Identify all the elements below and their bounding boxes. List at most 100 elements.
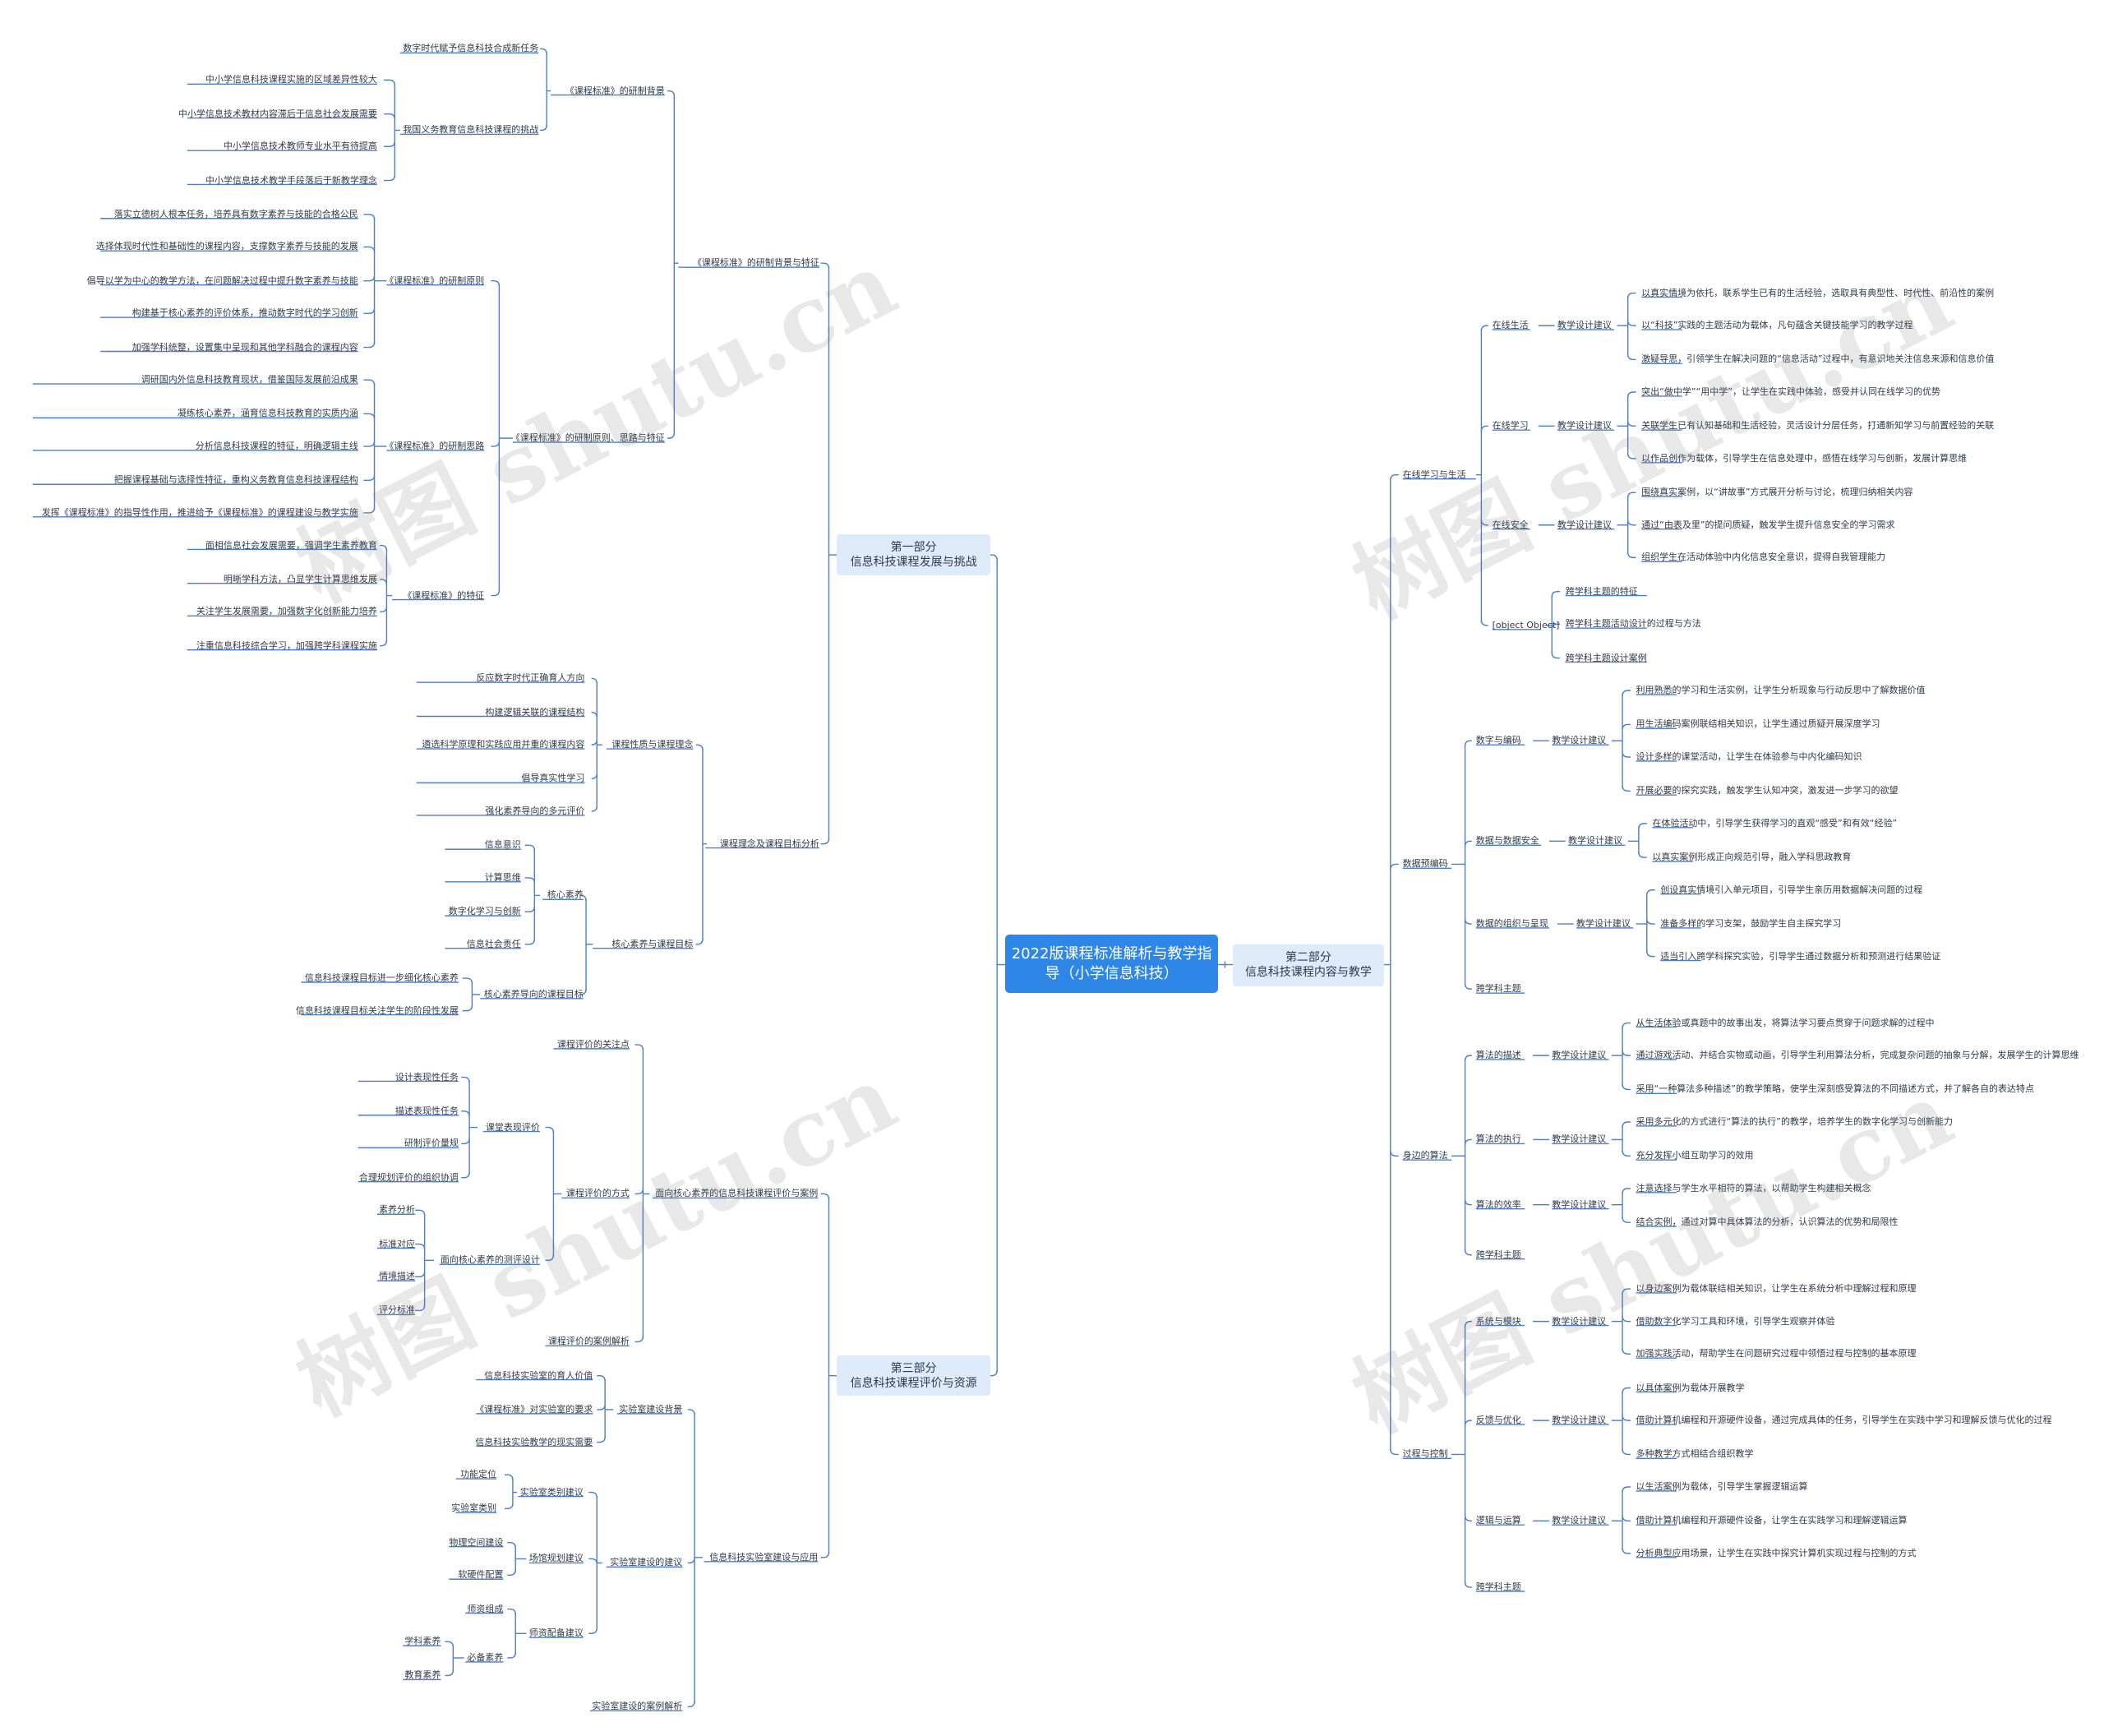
leaf-class-eval[interactable]: 设计表现性任务 (394, 1071, 459, 1083)
leaf-principle[interactable]: 选择体现时代性和基础性的课程内容，支撑数字素养与技能的发展 (95, 241, 358, 252)
branch-online[interactable]: 在线学习与生活 (1402, 469, 1466, 480)
leaf-lab-bg[interactable]: 信息科技实验室的育人价值 (484, 1369, 593, 1381)
leaf-site[interactable]: 软硬件配置 (458, 1569, 504, 1581)
node-cross-topic[interactable]: 跨学科主题 (1475, 1249, 1521, 1260)
leaf-lab-type[interactable]: 功能定位 (460, 1469, 497, 1480)
leaf-challenge[interactable]: 中小学信息科技课程实施的区域差异性较大 (205, 74, 377, 85)
node-principles[interactable]: 《课程标准》的研制原则、思路与特征 (510, 432, 665, 444)
leaf-course-idea[interactable]: 强化素养导向的多元评价 (485, 806, 585, 817)
leaf-advice[interactable]: 适当引入跨学科探究实验，引导学生通过数据分析和预测进行结果验证 (1660, 950, 1941, 962)
leaf-idea[interactable]: 调研国内外信息科技教育现状，借鉴国际发展前沿成果 (141, 374, 358, 386)
leaf-advice[interactable]: 激疑导思，引领学生在解决问题的“信息活动”过程中，有意识地关注信息来源和信息价值 (1641, 353, 1995, 365)
leaf-lab-type[interactable]: 实验室类别 (451, 1503, 497, 1514)
part1-node[interactable]: 第一部分 信息科技课程发展与挑战 (837, 534, 990, 575)
root-node[interactable]: 2022版课程标准解析与教学指导（小学信息科技） (1005, 935, 1219, 994)
leaf-literacy[interactable]: 学科素养 (404, 1636, 441, 1647)
node-topic[interactable]: 反馈与优化 (1475, 1415, 1521, 1426)
node-focus[interactable]: 课程评价的关注点 (556, 1038, 630, 1050)
node-topic[interactable]: 数据的组织与呈现 (1475, 918, 1548, 930)
node-topic[interactable]: 在线学习 (1492, 420, 1529, 432)
leaf-advice[interactable]: 从生活体验或真题中的故事出发，将算法学习要点贯穿于问题求解的过程中 (1636, 1017, 1935, 1028)
leaf-core[interactable]: 信息社会责任 (466, 938, 521, 949)
leaf-feature[interactable]: 明晰学科方法，凸显学生计算思维发展 (223, 573, 377, 584)
leaf-idea[interactable]: 把握课程基础与选择性特征，重构义务教育信息科技课程结构 (113, 474, 358, 486)
leaf-advice[interactable]: 以真实情境为依托，联系学生已有的生活经验，选取具有典型性、时代性、前沿性的案例 (1641, 287, 1995, 298)
leaf-test-design[interactable]: 情境描述 (379, 1271, 416, 1282)
node-cross-topic[interactable]: 跨学科主题 (1475, 983, 1521, 995)
leaf-challenge[interactable]: 中小学信息技术教材内容滞后于信息社会发展需要 (178, 108, 377, 119)
leaf-idea[interactable]: 发挥《课程标准》的指导性作用，推进给予《课程标准》的课程建设与教学实施 (41, 506, 358, 518)
leaf-advice[interactable]: 突出“做中学”“用中学”，让学生在实践中体验，感受并认同在线学习的优势 (1641, 386, 1940, 397)
node-cross-topic[interactable]: 跨学科主题 (1475, 1581, 1521, 1593)
node-lab-type[interactable]: 实验室类别建议 (519, 1486, 584, 1498)
leaf-cross[interactable]: 跨学科主题设计案例 (1565, 652, 1647, 663)
node-test-design[interactable]: 面向核心素养的测评设计 (440, 1254, 540, 1266)
leaf-advice[interactable]: 创设真实情境引入单元项目，引导学生亲历用数据解决问题的过程 (1660, 884, 1923, 895)
leaf-class-eval[interactable]: 研制评价量规 (404, 1138, 459, 1149)
leaf-advice[interactable]: 以真实案例形成正向规范引导，融入学科思政教育 (1652, 852, 1852, 863)
leaf-cross[interactable]: 跨学科主题的特征 (1565, 585, 1638, 597)
leaf-lab-bg[interactable]: 信息科技实验教学的现实需要 (475, 1436, 593, 1447)
branch-curriculum-idea[interactable]: 课程理念及课程目标分析 (719, 838, 819, 849)
leaf-feature[interactable]: 面相信息社会发展需要，强调学生素养教育 (205, 539, 377, 551)
leaf-advice[interactable]: 采用“一种算法多种描述”的教学策略，使学生深刻感受算法的不同描述方式，并了解各自… (1636, 1083, 2034, 1095)
leaf-class-eval[interactable]: 合理规划评价的组织协调 (358, 1171, 459, 1183)
leaf-advice[interactable]: 组织学生在活动体验中内化信息安全意识，提得自我管理能力 (1641, 552, 1886, 563)
leaf-feature[interactable]: 注重信息科技综合学习，加强跨学科课程实施 (196, 639, 377, 651)
node-new-task[interactable]: 数字时代赋予信息科技合成新任务 (403, 43, 539, 54)
leaf-advice[interactable]: 准备多样的学习支架，鼓励学生自主探究学习 (1660, 918, 1842, 930)
branch-algorithm[interactable]: 身边的算法 (1402, 1150, 1448, 1161)
leaf-principle[interactable]: 落实立德树人根本任务，培养具有数字素养与技能的合格公民 (113, 208, 358, 219)
branch-process[interactable]: 过程与控制 (1402, 1448, 1448, 1460)
node-topic[interactable]: 数字与编码 (1475, 735, 1521, 746)
leaf-advice[interactable]: 结合实例，通过对算中具体算法的分析，认识算法的优势和局限性 (1636, 1217, 1899, 1228)
leaf-principle[interactable]: 倡导以学为中心的教学方法，在问题解决过程中提升数字素养与技能 (86, 275, 358, 286)
node-advice[interactable]: 教学设计建议 (1552, 1198, 1607, 1210)
node-idea[interactable]: 《课程标准》的研制思路 (385, 441, 485, 452)
node-advice[interactable]: 教学设计建议 (1552, 1315, 1607, 1327)
leaf-advice[interactable]: 以具体案例为载体开展教学 (1636, 1382, 1745, 1393)
leaf-core[interactable]: 数字化学习与创新 (448, 906, 521, 917)
leaf-literacy[interactable]: 教育素养 (404, 1669, 441, 1681)
leaf-target[interactable]: 信息科技课程目标关注学生的阶段性发展 (295, 1004, 459, 1016)
branch-data[interactable]: 数据预编码 (1402, 858, 1448, 870)
node-topic[interactable]: 数据与数据安全 (1475, 835, 1539, 847)
leaf-advice[interactable]: 围绕真实案例，以“讲故事”方式展开分析与讨论，梳理归纳相关内容 (1641, 487, 1913, 498)
leaf-test-design[interactable]: 评分标准 (379, 1304, 416, 1316)
leaf-core[interactable]: 信息意识 (484, 839, 521, 851)
leaf-feature[interactable]: 关注学生发展需要，加强数字化创新能力培养 (196, 606, 377, 617)
node-advice[interactable]: 教学设计建议 (1576, 918, 1631, 930)
branch-research-background[interactable]: 《课程标准》的研制背景与特征 (692, 257, 819, 269)
node-challenge[interactable]: 我国义务教育信息科技课程的挑战 (403, 124, 539, 136)
leaf-idea[interactable]: 分析信息科技课程的特征，明确逻辑主线 (195, 441, 358, 452)
leaf-advice[interactable]: 借助计算机编程和开源硬件设备，通过完成具体的任务，引导学生在实践中学习和理解反馈… (1636, 1415, 2052, 1426)
node-lab-case[interactable]: 实验室建设的案例解析 (592, 1701, 683, 1712)
node-method[interactable]: 课程评价的方式 (565, 1188, 630, 1199)
node-feature[interactable]: 《课程标准》的特征 (403, 589, 485, 601)
node-eval-case[interactable]: 课程评价的案例解析 (547, 1336, 630, 1347)
leaf-course-idea[interactable]: 反应数字时代正确育人方向 (476, 672, 585, 684)
leaf-test-design[interactable]: 素养分析 (379, 1204, 416, 1216)
leaf-advice[interactable]: 以作品创作为载体，引导学生在信息处理中，感悟在线学习与创新，发展计算思维 (1641, 452, 1968, 464)
leaf-advice[interactable]: 通过游戏活动、并结合实物或动画，引导学生利用算法分析，完成复杂问题的抽象与分解，… (1636, 1050, 2079, 1061)
leaf-staff[interactable]: 师资组成 (467, 1603, 504, 1614)
node-topic[interactable]: 系统与模块 (1475, 1315, 1521, 1327)
leaf-challenge[interactable]: 中小学信息技术教师专业水平有待提高 (223, 141, 377, 152)
node-advice[interactable]: 教学设计建议 (1557, 420, 1612, 432)
leaf-site[interactable]: 物理空间建设 (449, 1536, 504, 1548)
leaf-challenge[interactable]: 中小学信息技术教学手段落后于新教学理念 (205, 174, 377, 186)
leaf-advice[interactable]: 充分发挥小组互助学习的效用 (1636, 1150, 1754, 1161)
node-topic[interactable]: 逻辑与运算 (1475, 1515, 1521, 1526)
leaf-advice[interactable]: 分析典型应用场景，让学生在实践中探究计算机实现过程与控制的方式 (1636, 1547, 1917, 1558)
branch-evaluation[interactable]: 面向核心素养的信息科技课程评价与案例 (655, 1188, 819, 1199)
leaf-advice[interactable]: 开展必要的探究实践，触发学生认知冲突，激发进一步学习的欲望 (1636, 785, 1899, 796)
node-topic[interactable]: 在线安全 (1492, 519, 1529, 530)
leaf-cross[interactable]: 跨学科主题活动设计的过程与方法 (1565, 618, 1701, 630)
node-teacher[interactable]: 师资配备建议 (528, 1628, 584, 1639)
node-advice[interactable]: 教学设计建议 (1557, 519, 1612, 530)
leaf-test-design[interactable]: 标准对应 (379, 1238, 416, 1249)
leaf-advice[interactable]: 借助数字化学习工具和环境，引导学生观察并体验 (1636, 1315, 1835, 1327)
leaf-advice[interactable]: 关联学生已有认知基础和生活经验，灵活设计分层任务，打通新知学习与前置经验的关联 (1641, 420, 1995, 432)
node-advice[interactable]: 教学设计建议 (1552, 1133, 1607, 1145)
node-core-goal[interactable]: 核心素养与课程目标 (611, 938, 694, 949)
